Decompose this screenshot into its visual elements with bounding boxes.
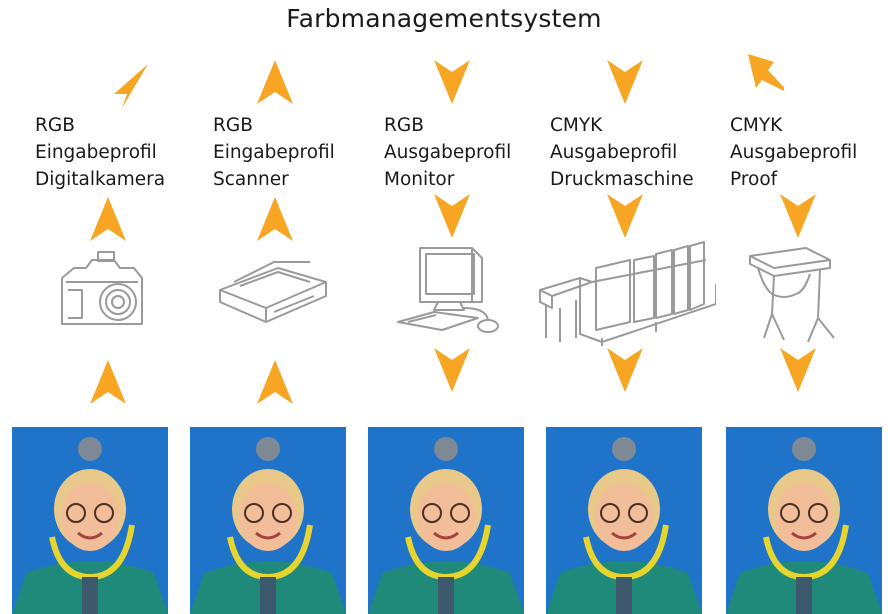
column-digitalkamera: RGB Eingabeprofil Digitalkamera xyxy=(8,0,186,614)
color-space-label: CMYK xyxy=(730,115,783,136)
device-name-label: Monitor xyxy=(384,169,455,190)
arrow-diagonal-down-icon xyxy=(748,54,784,98)
color-space-label: RGB xyxy=(35,115,75,136)
device-name-label: Digitalkamera xyxy=(35,169,166,190)
arrow-down-icon xyxy=(780,194,816,238)
photo-child xyxy=(190,427,346,614)
arrow-down-icon xyxy=(434,194,470,238)
arrow-down-icon xyxy=(607,348,643,392)
photo-child xyxy=(12,427,168,614)
column-druckmaschine: CMYK Ausgabeprofil Druckmaschine xyxy=(539,0,720,614)
profile-label: RGB Eingabeprofil Scanner xyxy=(213,112,335,193)
arrow-up-icon xyxy=(257,60,293,104)
profile-label: CMYK Ausgabeprofil Druckmaschine xyxy=(550,112,694,193)
photo-child xyxy=(546,427,702,614)
column-scanner: RGB Eingabeprofil Scanner xyxy=(186,0,364,614)
device-name-label: Scanner xyxy=(213,169,289,190)
color-space-label: RGB xyxy=(384,115,424,136)
arrow-diagonal-up-icon xyxy=(112,64,148,108)
profile-label: CMYK Ausgabeprofil Proof xyxy=(730,112,857,193)
profile-type-label: Ausgabeprofil xyxy=(384,142,512,163)
column-monitor: RGB Ausgabeprofil Monitor xyxy=(364,0,542,614)
column-proof: CMYK Ausgabeprofil Proof xyxy=(720,0,888,614)
arrow-down-icon xyxy=(434,60,470,104)
arrow-down-icon xyxy=(434,348,470,392)
arrow-down-icon xyxy=(780,348,816,392)
profile-type-label: Ausgabeprofil xyxy=(730,142,858,163)
photo-child xyxy=(726,427,882,614)
camera-icon xyxy=(52,238,152,338)
arrow-down-icon xyxy=(607,60,643,104)
profile-type-label: Eingabeprofil xyxy=(35,142,157,163)
arrow-up-icon xyxy=(90,197,126,241)
arrow-up-icon xyxy=(90,360,126,404)
color-space-label: CMYK xyxy=(550,115,603,136)
device-name-label: Druckmaschine xyxy=(550,169,694,190)
monitor-icon xyxy=(394,238,504,338)
color-space-label: RGB xyxy=(213,115,253,136)
arrow-up-icon xyxy=(257,197,293,241)
profile-type-label: Ausgabeprofil xyxy=(550,142,678,163)
diagram-title: Farbmanagementsystem xyxy=(286,4,602,33)
profile-label: RGB Ausgabeprofil Monitor xyxy=(384,112,511,193)
profile-type-label: Eingabeprofil xyxy=(213,142,335,163)
profile-label: RGB Eingabeprofil Digitalkamera xyxy=(35,112,165,193)
printing-press-icon xyxy=(536,238,716,348)
plotter-icon xyxy=(744,238,840,348)
arrow-up-icon xyxy=(257,360,293,404)
photo-child xyxy=(368,427,524,614)
scanner-icon xyxy=(214,238,330,338)
arrow-down-icon xyxy=(607,194,643,238)
device-name-label: Proof xyxy=(730,169,778,190)
